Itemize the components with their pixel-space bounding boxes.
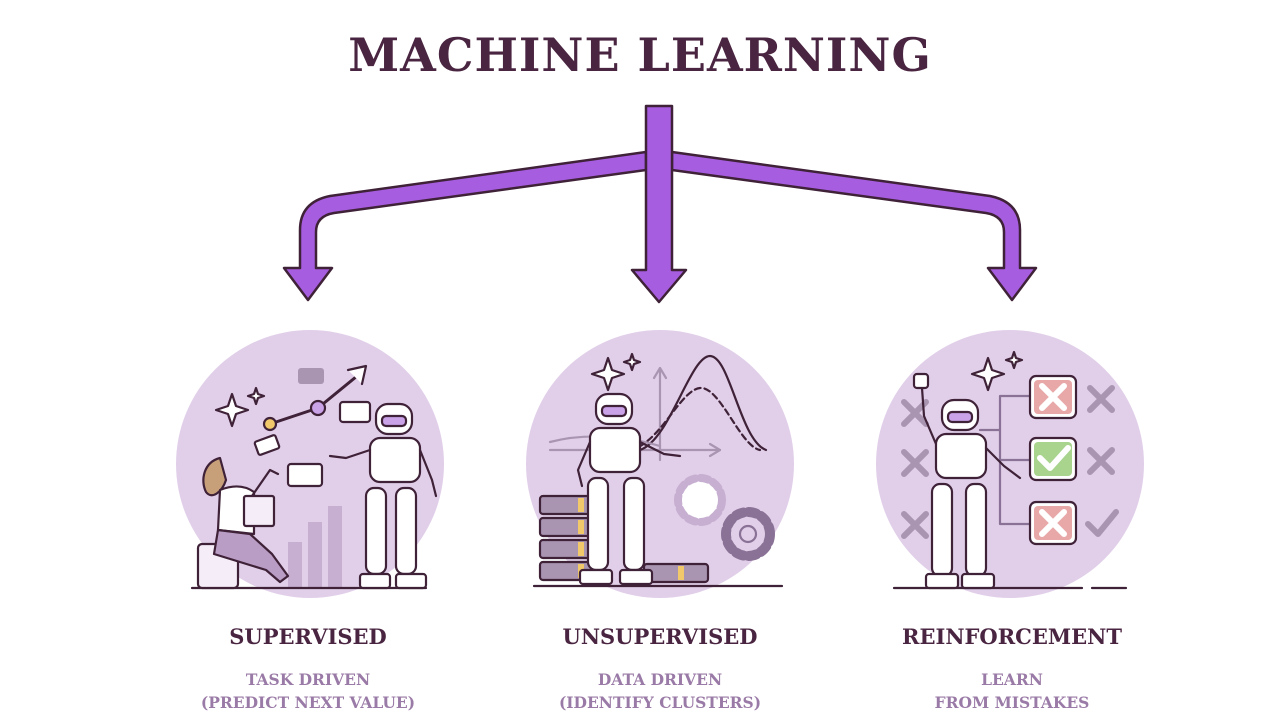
branch-arrows [282,104,1038,304]
arrow-right [670,150,1038,302]
unsupervised-illustration [526,330,794,598]
robot-icon [328,402,438,590]
supervised-illustration [176,330,444,598]
sparkle-icon [622,352,642,372]
sparkle-icon [246,386,266,406]
arrow-left [282,150,648,302]
robot-icon [576,392,682,586]
gear-icon [721,507,775,561]
supervised-line-2: (PREDICT NEXT VALUE) [200,693,416,712]
supervised-description: TASK DRIVEN (PREDICT NEXT VALUE) [128,668,488,714]
robot-icon [912,372,1022,590]
reinforcement-title: REINFORCEMENT [902,624,1122,649]
gear-icon [674,474,726,526]
distribution-curve [628,386,762,452]
diagram-title: MACHINE LEARNING [348,28,932,82]
reinforcement-description: LEARN FROM MISTAKES [832,668,1192,714]
sparkle-icon [970,356,1006,392]
distribution-curve [638,354,768,452]
reinforcement-line-1: LEARN [981,670,1043,689]
supervised-title: SUPERVISED [229,624,387,649]
unsupervised-line-1: DATA DRIVEN [597,670,723,689]
sparkle-icon [1004,350,1024,370]
arrow-center [630,104,688,304]
unsupervised-line-2: (IDENTIFY CLUSTERS) [558,693,762,712]
unsupervised-title: UNSUPERVISED [562,624,758,649]
reinforcement-illustration [876,330,1144,598]
sparkle-icon [214,392,250,428]
sparkle-icon [590,356,626,392]
reinforcement-line-2: FROM MISTAKES [934,693,1090,712]
unsupervised-description: DATA DRIVEN (IDENTIFY CLUSTERS) [480,668,840,714]
supervised-line-1: TASK DRIVEN [245,670,371,689]
